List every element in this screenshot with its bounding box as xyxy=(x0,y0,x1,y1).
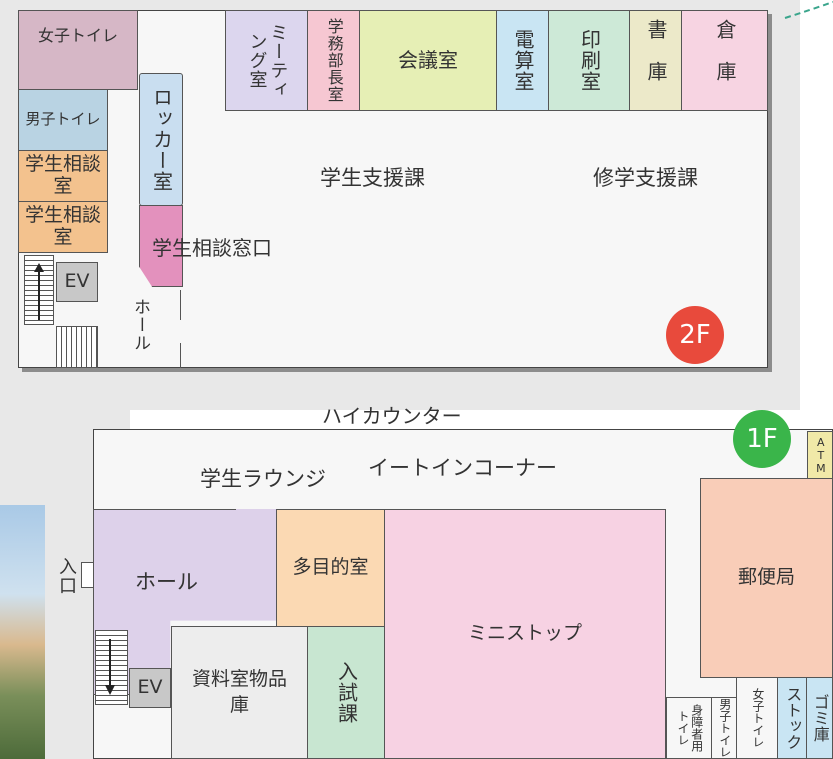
floor2-dept-head-room: 学務部長室 xyxy=(307,10,360,111)
floor1-lounge-label: 学生ラウンジ xyxy=(200,467,326,491)
floor2-counseling-room-2: 学生相談室 xyxy=(18,201,108,253)
room-label: 学務部長室 xyxy=(324,18,344,103)
floor1-admissions: 入試課 xyxy=(307,626,385,759)
floor1-hall-label: ホール xyxy=(135,570,198,594)
room-label: ストック xyxy=(783,686,803,750)
floor2-library: 書庫 xyxy=(629,10,682,111)
floor2-women-toilet: 女子トイレ xyxy=(18,10,138,90)
floor2-computer-room: 電算室 xyxy=(496,10,549,111)
badge-label: 2F xyxy=(679,320,711,350)
floor1-entrance-door xyxy=(81,562,93,588)
floor2-printing-room: 印刷室 xyxy=(548,10,630,111)
floor1-badge: 1F xyxy=(733,410,791,468)
floor2-hall-wall-1 xyxy=(180,290,181,320)
floor1-women-toilet: 女子トイレ xyxy=(736,677,778,759)
floor2-counseling-window-label: 学生相談窓口 xyxy=(152,236,272,260)
floor1-materials-room: 資料室物品庫 xyxy=(171,626,308,759)
room-label: 学生相談室 xyxy=(24,204,101,248)
floor1-stock: ストック xyxy=(777,677,807,759)
ev-label: EV xyxy=(137,676,163,699)
floor1-eat-in-label: イートインコーナー xyxy=(368,456,557,480)
floor1-garbage: ゴミ庫 xyxy=(806,677,833,759)
floor2-meeting-room: ミーティング室 xyxy=(225,10,308,111)
floor2-counseling-window xyxy=(139,205,183,287)
floor2-hall-label: ホール xyxy=(130,298,150,352)
floor2-counseling-room-1: 学生相談室 xyxy=(18,150,108,202)
floor1-hall-top-ext xyxy=(236,509,277,519)
room-label: 倉庫 xyxy=(713,18,737,103)
campus-photo xyxy=(0,505,45,759)
room-label: 入試課 xyxy=(334,661,359,724)
floor1-high-counter-label: ハイカウンター xyxy=(322,404,462,428)
floor1-men-toilet: 男子トイレ xyxy=(711,697,737,759)
floor2-men-toilet: 男子トイレ xyxy=(18,89,108,151)
room-label: 女子トイレ xyxy=(750,688,765,748)
room-label: 男子トイレ xyxy=(25,110,101,129)
floor2-locker-room: ロッカー室 xyxy=(139,73,183,206)
floor1-ministop: ミニストップ xyxy=(384,509,666,759)
down-arrow-icon xyxy=(102,637,118,697)
floor1-atm: ATM xyxy=(807,431,833,479)
room-label: ミニストップ xyxy=(467,622,582,645)
room-label: 男子トイレ xyxy=(717,698,732,758)
up-arrow-icon xyxy=(31,262,47,322)
floor2-conference-room: 会議室 xyxy=(359,10,497,111)
floor2-ev: EV xyxy=(56,262,98,302)
dashed-connector xyxy=(784,1,833,19)
room-label: 印刷室 xyxy=(577,29,602,92)
floor2-stairs-bottom xyxy=(56,326,98,368)
floor2-badge: 2F xyxy=(666,306,724,364)
floor1-multipurpose-room: 多目的室 xyxy=(276,509,385,627)
floor1-post-office: 郵便局 xyxy=(700,478,833,678)
floor1-ev: EV xyxy=(129,668,171,708)
room-label: 書庫 xyxy=(644,18,668,103)
room-label: ロッカー室 xyxy=(149,87,174,192)
floor2-storage: 倉庫 xyxy=(681,10,768,111)
room-label: 資料室物品庫 xyxy=(191,667,287,716)
ev-label: EV xyxy=(64,270,90,293)
room-label: 会議室 xyxy=(398,48,458,72)
room-label: 身障者用トイレ xyxy=(676,704,704,752)
floor2-study-support-label: 修学支援課 xyxy=(593,166,698,190)
badge-label: 1F xyxy=(746,424,778,454)
floor2-hall-wall-2 xyxy=(180,343,181,368)
room-label: 多目的室 xyxy=(292,556,369,579)
room-label: 学生相談室 xyxy=(24,153,101,197)
room-label: 郵便局 xyxy=(737,566,795,589)
room-label: ATM xyxy=(814,435,828,475)
floor1-accessible-toilet: 身障者用トイレ xyxy=(666,697,712,759)
floor2-student-support-label: 学生支援課 xyxy=(320,166,425,190)
floor1-entrance-label: 入口 xyxy=(56,557,77,595)
room-label: ミーティング室 xyxy=(246,22,289,99)
room-label: 女子トイレ xyxy=(37,26,118,45)
room-label: 電算室 xyxy=(511,29,535,92)
floor1-stairs xyxy=(95,630,128,705)
room-label: ゴミ庫 xyxy=(810,694,830,742)
